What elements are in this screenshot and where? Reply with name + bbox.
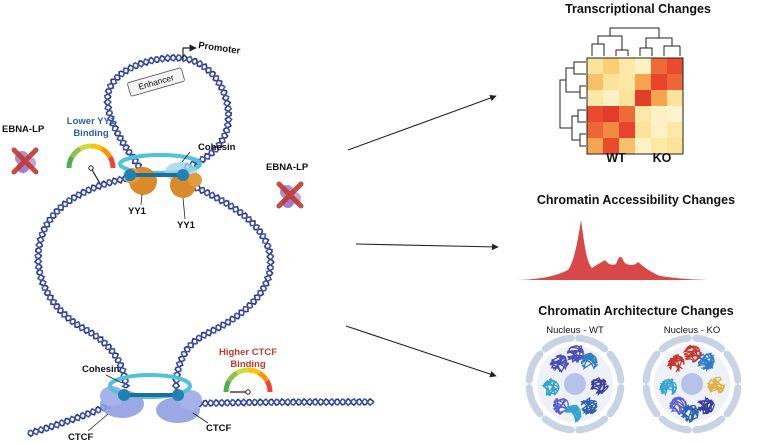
cohesin-top-label: Cohesin <box>198 142 236 153</box>
heatmap-cell <box>603 106 619 122</box>
heatmap-cell <box>587 106 603 122</box>
heatmap-cell <box>603 90 619 106</box>
smc-head <box>124 169 136 181</box>
heatmap-cell <box>651 74 667 90</box>
higher-ctcf-line2: Binding <box>230 359 266 370</box>
ctcf-right-label: CTCF <box>206 423 232 434</box>
heatmap-cell <box>667 106 683 122</box>
heatmap-cell <box>667 138 683 154</box>
accessibility-title: Chromatin Accessibility Changes <box>537 193 735 207</box>
heatmap-cell <box>651 106 667 122</box>
heatmap-cell <box>667 58 683 74</box>
heatmap-cell <box>635 58 651 74</box>
heatmap-cell <box>619 74 635 90</box>
heatmap-cell <box>635 74 651 90</box>
arrow-icon <box>355 243 499 251</box>
heatmap <box>586 57 684 155</box>
lower-yy1-line2: Binding <box>73 128 109 139</box>
ctcf-left-label: CTCF <box>68 432 94 443</box>
nucleus-wt-label: Nucleus - WT <box>546 325 604 336</box>
heatmap-cell <box>587 138 603 154</box>
ebna-lp-right-label: EBNA-LP <box>266 162 309 173</box>
cohesin-bottom-label: Cohesin <box>82 364 120 375</box>
arrow-icon <box>345 325 497 378</box>
heatmap-cell <box>635 90 651 106</box>
accessibility-peaks <box>512 220 712 280</box>
cross-icon <box>276 181 304 209</box>
yy1-left-label: YY1 <box>128 206 147 217</box>
architecture-title: Chromatin Architecture Changes <box>538 304 733 318</box>
heatmap-cell <box>587 122 603 138</box>
ebna-lp-left-icon <box>11 147 39 175</box>
gauge-icon <box>223 367 273 395</box>
heatmap-cell <box>587 74 603 90</box>
heatmap-cell <box>587 58 603 74</box>
lower-yy1-line1: Lower YY1 <box>67 116 116 127</box>
ebna-lp-left-label: EBNA-LP <box>2 124 45 135</box>
heatmap-cell <box>667 122 683 138</box>
bottom-anchor-complex <box>100 373 202 423</box>
heatmap-cell <box>651 90 667 106</box>
heatmap-cell <box>635 122 651 138</box>
heatmap-cell <box>651 58 667 74</box>
gauge-icon <box>66 143 116 184</box>
ebna-lp-right-icon <box>276 181 304 209</box>
wt-label: WT <box>606 151 626 165</box>
dna-strands <box>27 53 375 438</box>
nucleus-icon <box>525 334 625 434</box>
arrow-icon <box>347 94 497 151</box>
cross-icon <box>11 147 39 175</box>
transcriptional-title: Transcriptional Changes <box>565 2 711 16</box>
top-anchor-complex <box>118 153 202 198</box>
dendrogram-icon <box>559 27 681 147</box>
promoter-label: Promoter <box>198 40 242 57</box>
heatmap-cell <box>619 90 635 106</box>
heatmap-cell <box>603 138 619 154</box>
heatmap-cell <box>651 122 667 138</box>
nucleus-icon <box>642 334 742 434</box>
enhancer-box: Enhancer <box>127 67 185 97</box>
heatmap-cell <box>587 90 603 106</box>
heatmap-cell <box>603 74 619 90</box>
heatmap-cell <box>603 122 619 138</box>
heatmap-cell <box>603 58 619 74</box>
nucleus-ko-label: Nucleus - KO <box>664 325 721 336</box>
heatmap-cell <box>619 106 635 122</box>
heatmap-cell <box>619 122 635 138</box>
heatmap-cell <box>635 106 651 122</box>
heatmap-cell <box>667 74 683 90</box>
yy1-right-label: YY1 <box>177 220 196 231</box>
higher-ctcf-line1: Higher CTCF <box>219 347 277 358</box>
heatmap-cell <box>651 138 667 154</box>
ko-label: KO <box>653 151 672 165</box>
heatmap-cell <box>619 138 635 154</box>
heatmap-cell <box>667 90 683 106</box>
heatmap-cell <box>619 58 635 74</box>
heatmap-cell <box>635 138 651 154</box>
